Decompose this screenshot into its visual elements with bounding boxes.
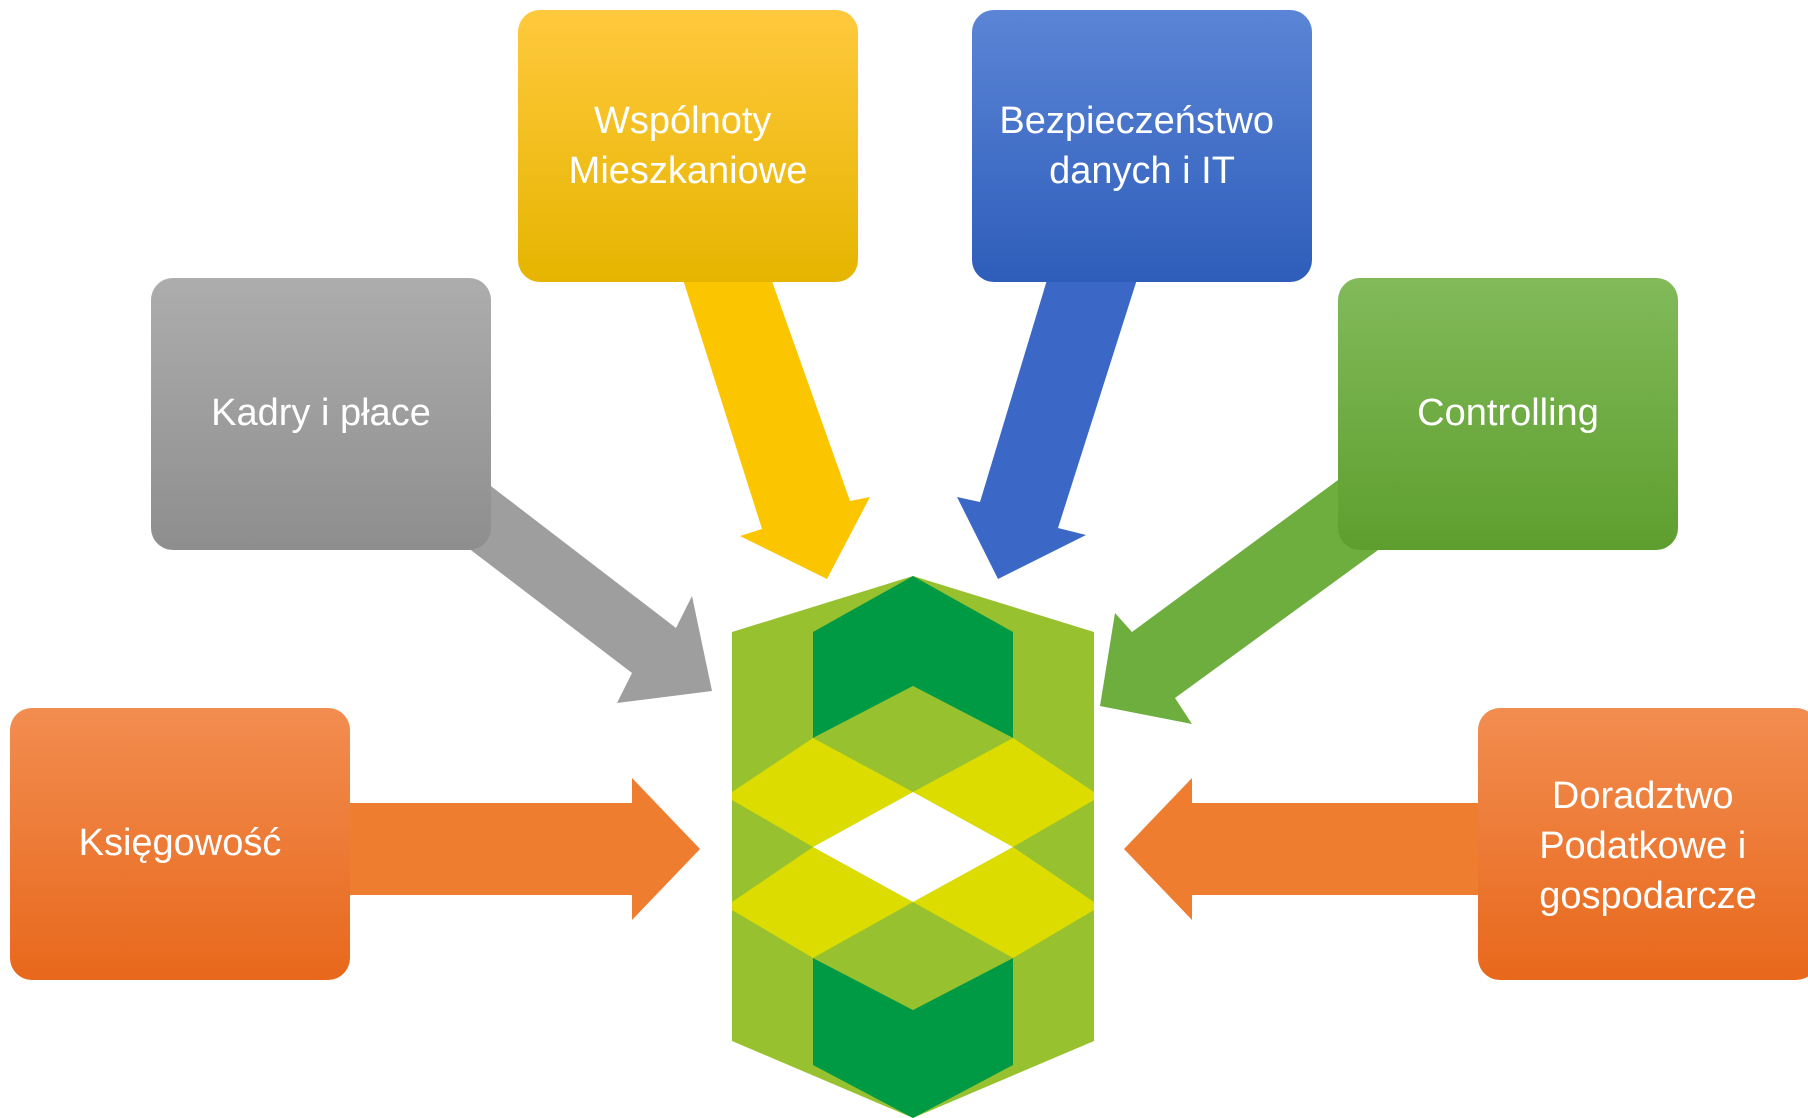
center-logo [732, 576, 1094, 1118]
box-bezpieczenstwo-line-2: danych i IT [1049, 150, 1235, 192]
logo-center-diamond [813, 792, 1013, 902]
box-bezpieczenstwo-line-1: Bezpieczeństwo [999, 100, 1274, 142]
box-doradztwo-line-2: Podatkowe i [1539, 825, 1746, 867]
box-doradztwo: Doradztwo Podatkowe i gospodarcze [1478, 708, 1808, 980]
svg-text:Doradztwo Podatkowe i: Doradztwo Podatkowe i gospodarcze [1539, 775, 1757, 917]
svg-text:Bezpieczeństwo danych i: Bezpieczeństwo danych i IT [999, 100, 1284, 192]
svg-text:Wspólnoty Mieszkaniowe: Wspólnoty Mieszkaniowe [569, 100, 808, 192]
svg-text:Controlling: Controlling [1417, 392, 1599, 434]
logo-upper-diamond [813, 686, 1013, 792]
logo-yellow-upper-left [732, 738, 913, 847]
arrow-bezpieczenstwo [957, 270, 1140, 579]
box-doradztwo-line-3: gospodarcze [1539, 875, 1757, 917]
logo-yellow-upper-right [913, 738, 1094, 847]
svg-text:Kadry i płace: Kadry i płace [211, 392, 431, 434]
box-bezpieczenstwo: Bezpieczeństwo danych i IT [972, 10, 1312, 282]
box-kadry: Kadry i płace [151, 278, 491, 550]
box-kadry-line-1: Kadry i płace [211, 392, 431, 434]
logo-yellow-lower-right [913, 847, 1094, 958]
logo-lower-diamond [813, 902, 1013, 1010]
box-doradztwo-line-1: Doradztwo [1552, 775, 1734, 817]
box-wspolnoty-line-1: Wspólnoty [594, 100, 771, 142]
arrow-ksiegowosc [340, 778, 700, 920]
box-wspolnoty-line-2: Mieszkaniowe [569, 150, 808, 192]
svg-text:Księgowość: Księgowość [79, 822, 282, 864]
box-controlling: Controlling [1338, 278, 1678, 550]
arrow-controlling [1100, 480, 1385, 724]
logo-bottom-dark-band [813, 958, 1013, 1118]
box-ksiegowosc: Księgowość [10, 708, 350, 980]
arrow-wspolnoty [680, 270, 870, 579]
logo-yellow-lower-left [732, 847, 913, 958]
box-ksiegowosc-line-1: Księgowość [79, 822, 282, 864]
box-controlling-line-1: Controlling [1417, 392, 1599, 434]
arrow-kadry [438, 480, 712, 703]
box-wspolnoty: Wspólnoty Mieszkaniowe [518, 10, 858, 282]
logo-top-dark-band [813, 576, 1013, 738]
arrow-doradztwo [1124, 778, 1480, 920]
